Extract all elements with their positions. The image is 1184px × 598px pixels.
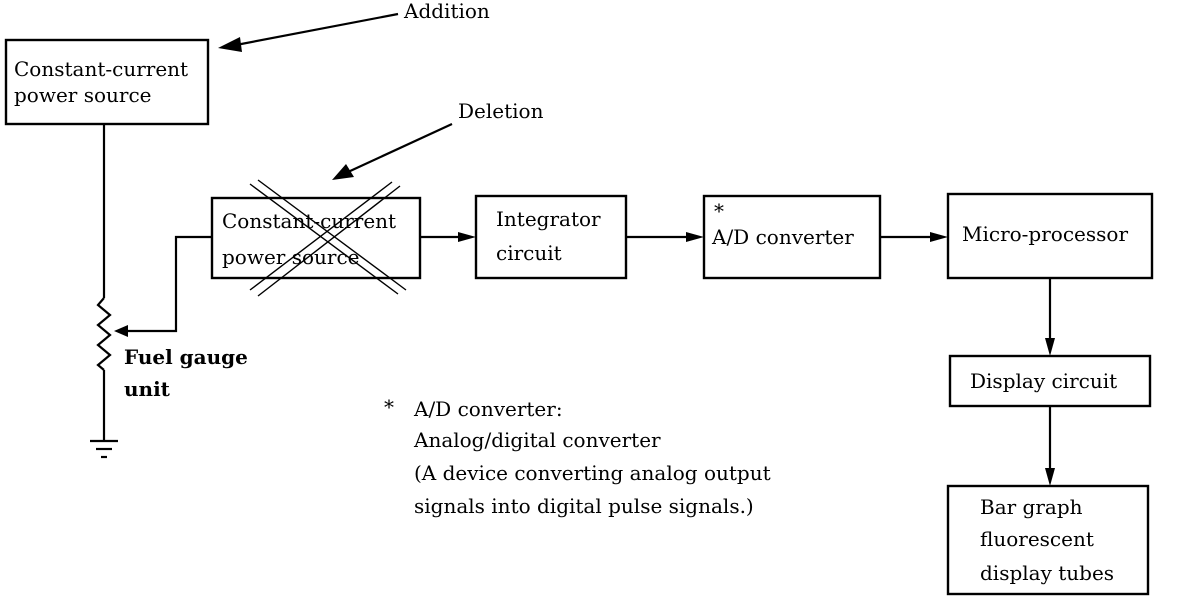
- deletion-cross-mark: [249, 179, 407, 297]
- footnote-marker: *: [384, 395, 394, 419]
- display-circuit-label: Display circuit: [970, 369, 1117, 393]
- cc-source-deleted-line2: power source: [222, 245, 360, 269]
- deletion-annotation: Deletion: [332, 99, 544, 180]
- cc-source-added-line1: Constant-current: [14, 57, 188, 81]
- microprocessor-label: Micro-processor: [962, 222, 1128, 246]
- bar-graph-line2: fluorescent: [980, 527, 1094, 551]
- cc-source-added-box: [4, 38, 210, 126]
- footnote: * A/D converter: Analog/digital converte…: [384, 395, 771, 518]
- arrow-into-integrator: [458, 232, 476, 242]
- deletion-label: Deletion: [458, 99, 544, 123]
- footnote-line3: (A device converting analog output: [414, 461, 771, 485]
- display-circuit-box: [948, 354, 1152, 408]
- addition-label: Addition: [403, 0, 490, 23]
- ad-converter-marker: *: [714, 199, 724, 223]
- addition-annotation: Addition: [218, 0, 490, 52]
- addition-arrow-head: [218, 37, 242, 52]
- fuel-gauge-resistor: [96, 297, 112, 371]
- deletion-arrow-line: [347, 123, 453, 173]
- addition-arrow-line: [235, 12, 399, 47]
- cc-source-deleted-line1: Constant-current: [222, 209, 396, 233]
- fuel-gauge-line1: Fuel gauge: [124, 345, 248, 369]
- integrator-block: Integrator circuit: [474, 194, 628, 280]
- ad-converter-block: * A/D converter: [702, 194, 882, 280]
- fuel-gauge-line2: unit: [124, 377, 171, 401]
- cc-source-deleted-block: Constant-current power source: [210, 179, 422, 297]
- integrator-box: [474, 194, 628, 280]
- cc-source-deleted-box: [210, 196, 422, 280]
- footnote-line2: Analog/digital converter: [413, 428, 661, 452]
- arrow-into-display-circuit: [1045, 338, 1055, 356]
- integrator-line1: Integrator: [496, 207, 601, 231]
- cc-source-added-block: Constant-current power source: [4, 38, 210, 126]
- ad-converter-box: [702, 194, 882, 280]
- bar-graph-line1: Bar graph: [980, 495, 1083, 519]
- arrow-into-bar-graph: [1045, 468, 1055, 486]
- display-circuit-block: Display circuit: [948, 354, 1152, 408]
- microprocessor-block: Micro-processor: [946, 192, 1154, 280]
- bar-graph-line3: display tubes: [980, 561, 1114, 585]
- integrator-line2: circuit: [496, 241, 562, 265]
- footnote-line4: signals into digital pulse signals.): [414, 494, 754, 518]
- arrow-into-microprocessor: [930, 232, 948, 242]
- footnote-line1: A/D converter:: [413, 397, 563, 421]
- bar-graph-box: [946, 484, 1150, 596]
- cc-source-added-line2: power source: [14, 83, 152, 107]
- ground-symbol: [90, 439, 118, 459]
- bar-graph-block: Bar graph fluorescent display tubes: [946, 484, 1150, 596]
- deletion-arrow-head: [332, 164, 354, 180]
- arrow-into-ad-converter: [686, 232, 704, 242]
- ad-converter-label: A/D converter: [711, 225, 854, 249]
